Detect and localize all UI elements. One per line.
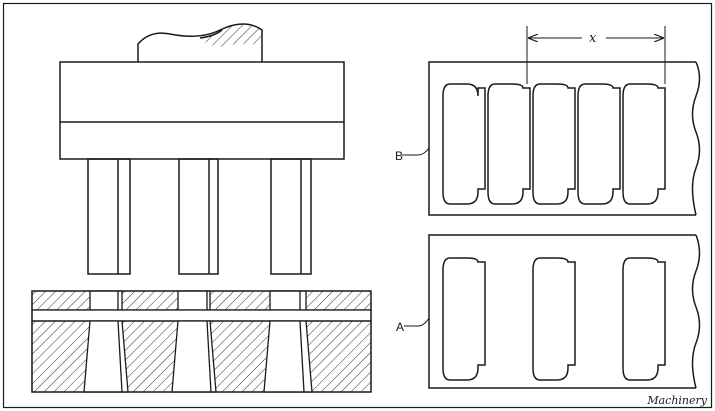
punch-2 (178, 158, 219, 275)
strip-b-holes (442, 83, 666, 205)
strip-a-break-edge (691, 234, 701, 389)
strip-a (404, 234, 701, 389)
strip-b (402, 26, 701, 216)
leader-a (404, 317, 430, 327)
stock-strip (31, 309, 372, 322)
holder-block (59, 61, 345, 160)
shank-break-hatch (200, 24, 262, 47)
strip-a-holes (442, 257, 666, 381)
strip-b-break-edge (691, 61, 701, 216)
credit-caption: Machinery (647, 394, 707, 407)
punch-3 (270, 158, 312, 275)
leader-b (402, 147, 430, 156)
label-b: B (395, 149, 403, 163)
punch-holder (59, 23, 345, 275)
punch-1 (87, 158, 131, 275)
dimension-label-x: x (589, 31, 597, 46)
label-a: A (396, 320, 404, 334)
die-section (31, 290, 372, 393)
